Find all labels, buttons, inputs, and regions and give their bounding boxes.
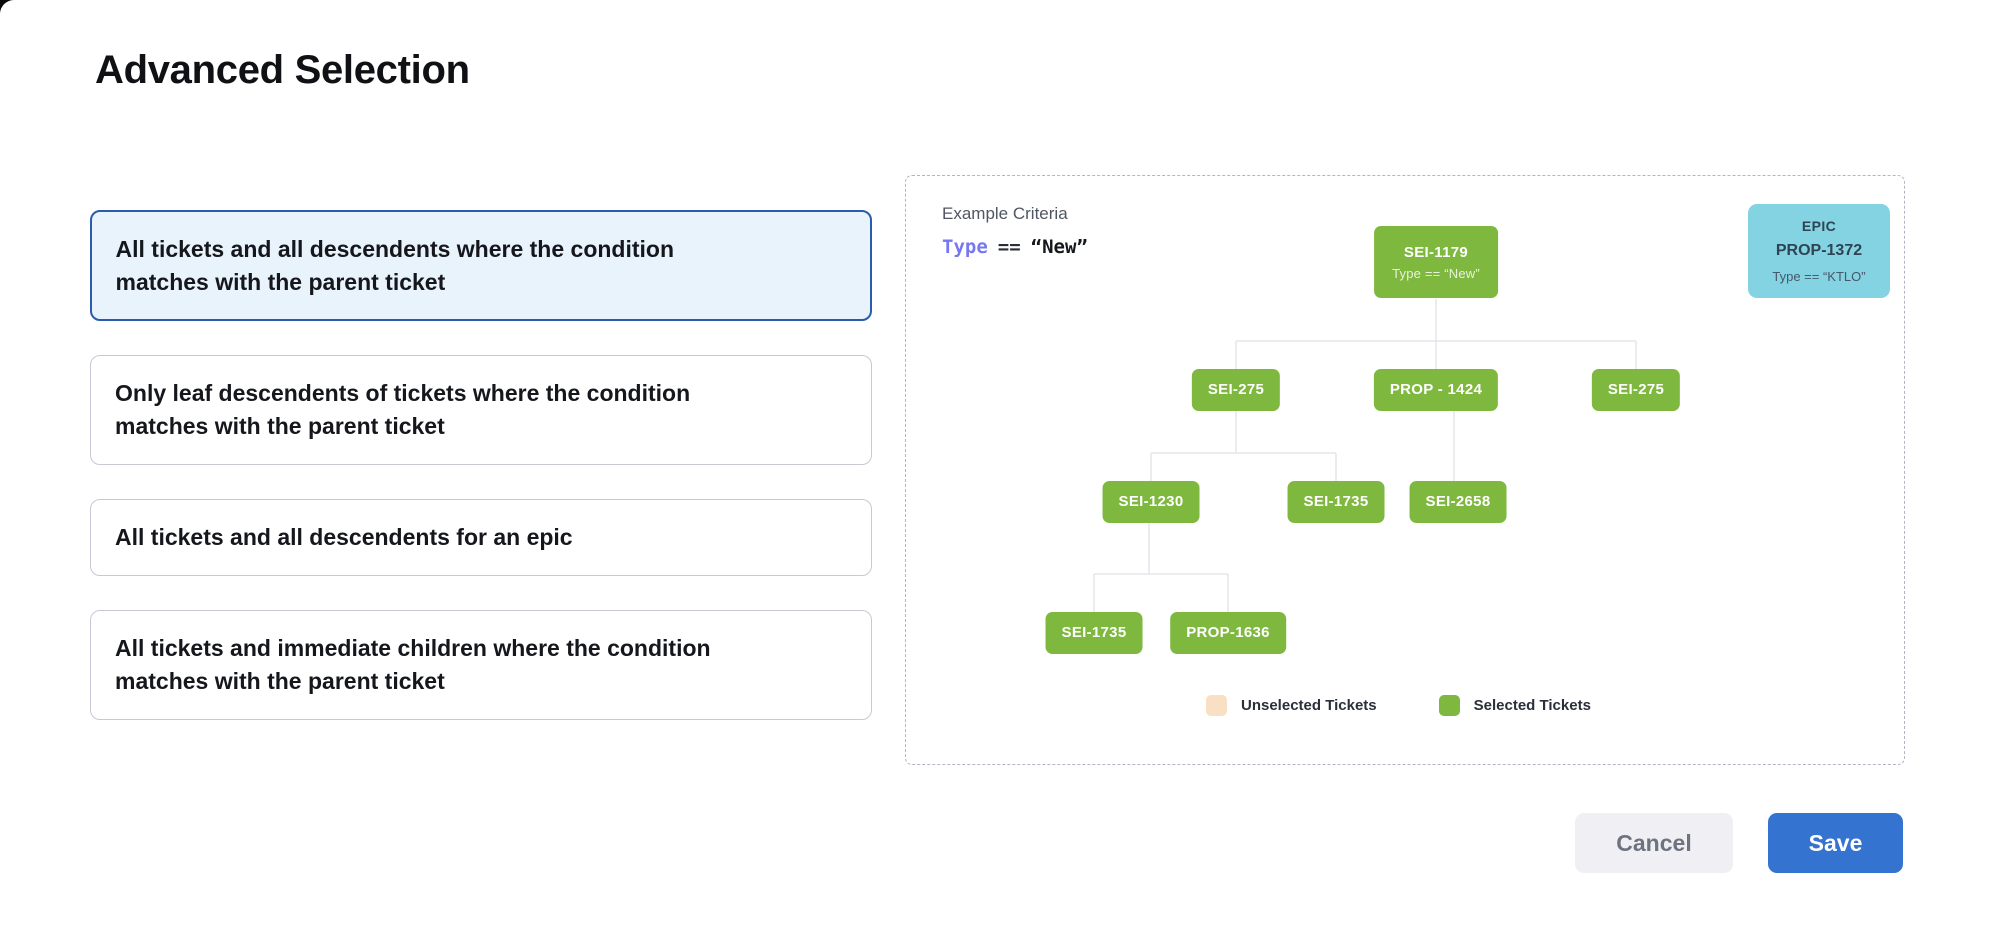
selected-tickets-swatch	[1438, 695, 1460, 716]
save-button[interactable]: Save	[1768, 813, 1903, 873]
option-all-descendents-condition[interactable]: All tickets and all descendents where th…	[90, 210, 872, 321]
legend: Unselected Tickets Selected Tickets	[1206, 695, 1591, 716]
option-label: All tickets and immediate children where…	[115, 635, 711, 694]
legend-label: Unselected Tickets	[1241, 697, 1377, 714]
criteria-value: “New”	[1030, 236, 1088, 258]
legend-label: Selected Tickets	[1473, 697, 1591, 714]
epic-id: PROP-1372	[1775, 242, 1863, 259]
page-title: Advanced Selection	[95, 48, 470, 92]
tree-node: SEI-1230	[1102, 481, 1200, 523]
epic-type-label: EPIC	[1801, 218, 1837, 234]
example-criteria-heading: Example Criteria	[942, 204, 1068, 223]
tree-node: SEI-1735	[1287, 481, 1385, 523]
epic-card: EPIC PROP-1372 Type == “KTLO”	[1748, 204, 1890, 298]
tree-node-id: SEI-1179	[1403, 243, 1469, 261]
tree-node-condition: Type == “New”	[1392, 265, 1480, 281]
unselected-tickets-swatch	[1206, 695, 1227, 716]
option-all-descendents-epic[interactable]: All tickets and all descendents for an e…	[90, 499, 872, 576]
option-immediate-children-condition[interactable]: All tickets and immediate children where…	[90, 610, 872, 720]
tree-node: PROP-1636	[1170, 612, 1286, 654]
example-criteria-expression: Type == “New”	[942, 236, 1088, 258]
selection-options-list: All tickets and all descendents where th…	[90, 210, 872, 720]
criteria-operator: ==	[997, 236, 1021, 258]
tree-node-root: SEI-1179 Type == “New”	[1374, 226, 1498, 298]
option-leaf-descendents-condition[interactable]: Only leaf descendents of tickets where t…	[90, 355, 872, 465]
tree-node: SEI-275	[1591, 369, 1681, 411]
tree-node: SEI-2658	[1409, 481, 1507, 523]
legend-item-selected: Selected Tickets	[1438, 695, 1591, 716]
criteria-field: Type	[942, 236, 988, 258]
option-label: Only leaf descendents of tickets where t…	[115, 380, 691, 439]
tree-node: SEI-1735	[1045, 612, 1143, 654]
option-label: All tickets and all descendents for an e…	[115, 524, 573, 550]
epic-condition: Type == “KTLO”	[1772, 269, 1866, 284]
tree-node: SEI-275	[1191, 369, 1281, 411]
cancel-button[interactable]: Cancel	[1575, 813, 1733, 873]
example-preview-panel: Example Criteria Type == “New”	[905, 175, 1905, 765]
legend-item-unselected: Unselected Tickets	[1206, 695, 1377, 716]
tree-node: PROP - 1424	[1373, 369, 1499, 411]
option-label: All tickets and all descendents where th…	[115, 235, 675, 295]
